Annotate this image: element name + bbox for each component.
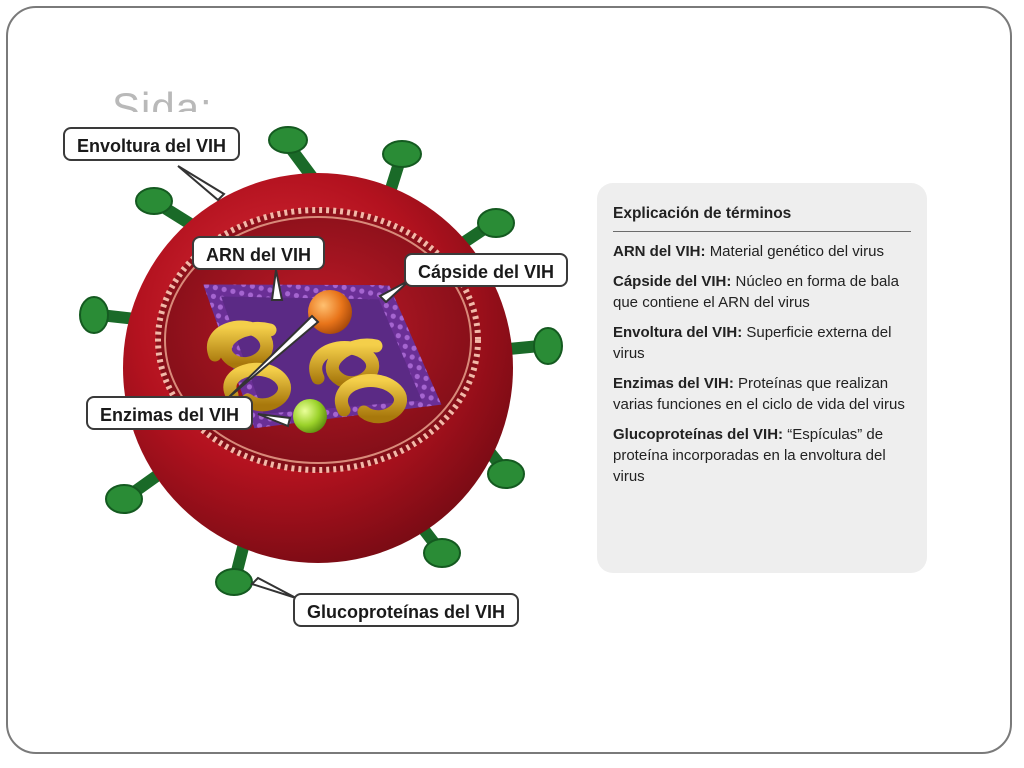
glossary-term: Envoltura del VIH: (613, 324, 743, 341)
glossary-definition: Material genético del virus (709, 243, 884, 260)
glossary-panel: Explicación de términos ARN del VIH: Mat… (597, 183, 927, 573)
label-glucoproteinas: Glucoproteínas del VIH (293, 593, 520, 627)
slide-title: Sida: (112, 84, 213, 112)
enzyme-orange (308, 290, 352, 334)
glossary-definition: Superficie externa del virus (613, 324, 892, 362)
glossary-term: ARN del VIH: (613, 243, 706, 260)
label-arn: ARN del VIH (192, 236, 326, 270)
glossary-title: Explicación de términos (613, 203, 911, 232)
glossary-definition: Núcleo en forma de bala que contiene el … (613, 273, 899, 311)
enzyme-green (293, 399, 327, 433)
glossary-definition: “Espículas” de proteína incorporadas en … (613, 426, 886, 485)
label-enzimas: Enzimas del VIH (86, 396, 254, 430)
label-capside: Cápside del VIH (404, 253, 569, 287)
glossary-term: Enzimas del VIH: (613, 375, 734, 392)
glossary-entry-enzimas: Enzimas del VIH: Proteínas que realizan … (613, 373, 911, 415)
glossary-definition: Proteínas que realizan varias funciones … (613, 375, 905, 413)
glossary-entry-capside: Cápside del VIH: Núcleo en forma de bala… (613, 271, 911, 313)
glossary-entry-envoltura: Envoltura del VIH: Superficie externa de… (613, 322, 911, 364)
glossary-entry-glucoproteinas: Glucoproteínas del VIH: “Espículas” de p… (613, 424, 911, 487)
rna-strands (207, 320, 407, 424)
glossary-entry-arn: ARN del VIH: Material genético del virus (613, 241, 911, 262)
glossary-term: Glucoproteínas del VIH: (613, 426, 784, 443)
pointer-arrows (177, 165, 411, 599)
label-envoltura: Envoltura del VIH (63, 127, 241, 161)
glossary-term: Cápside del VIH: (613, 273, 732, 290)
